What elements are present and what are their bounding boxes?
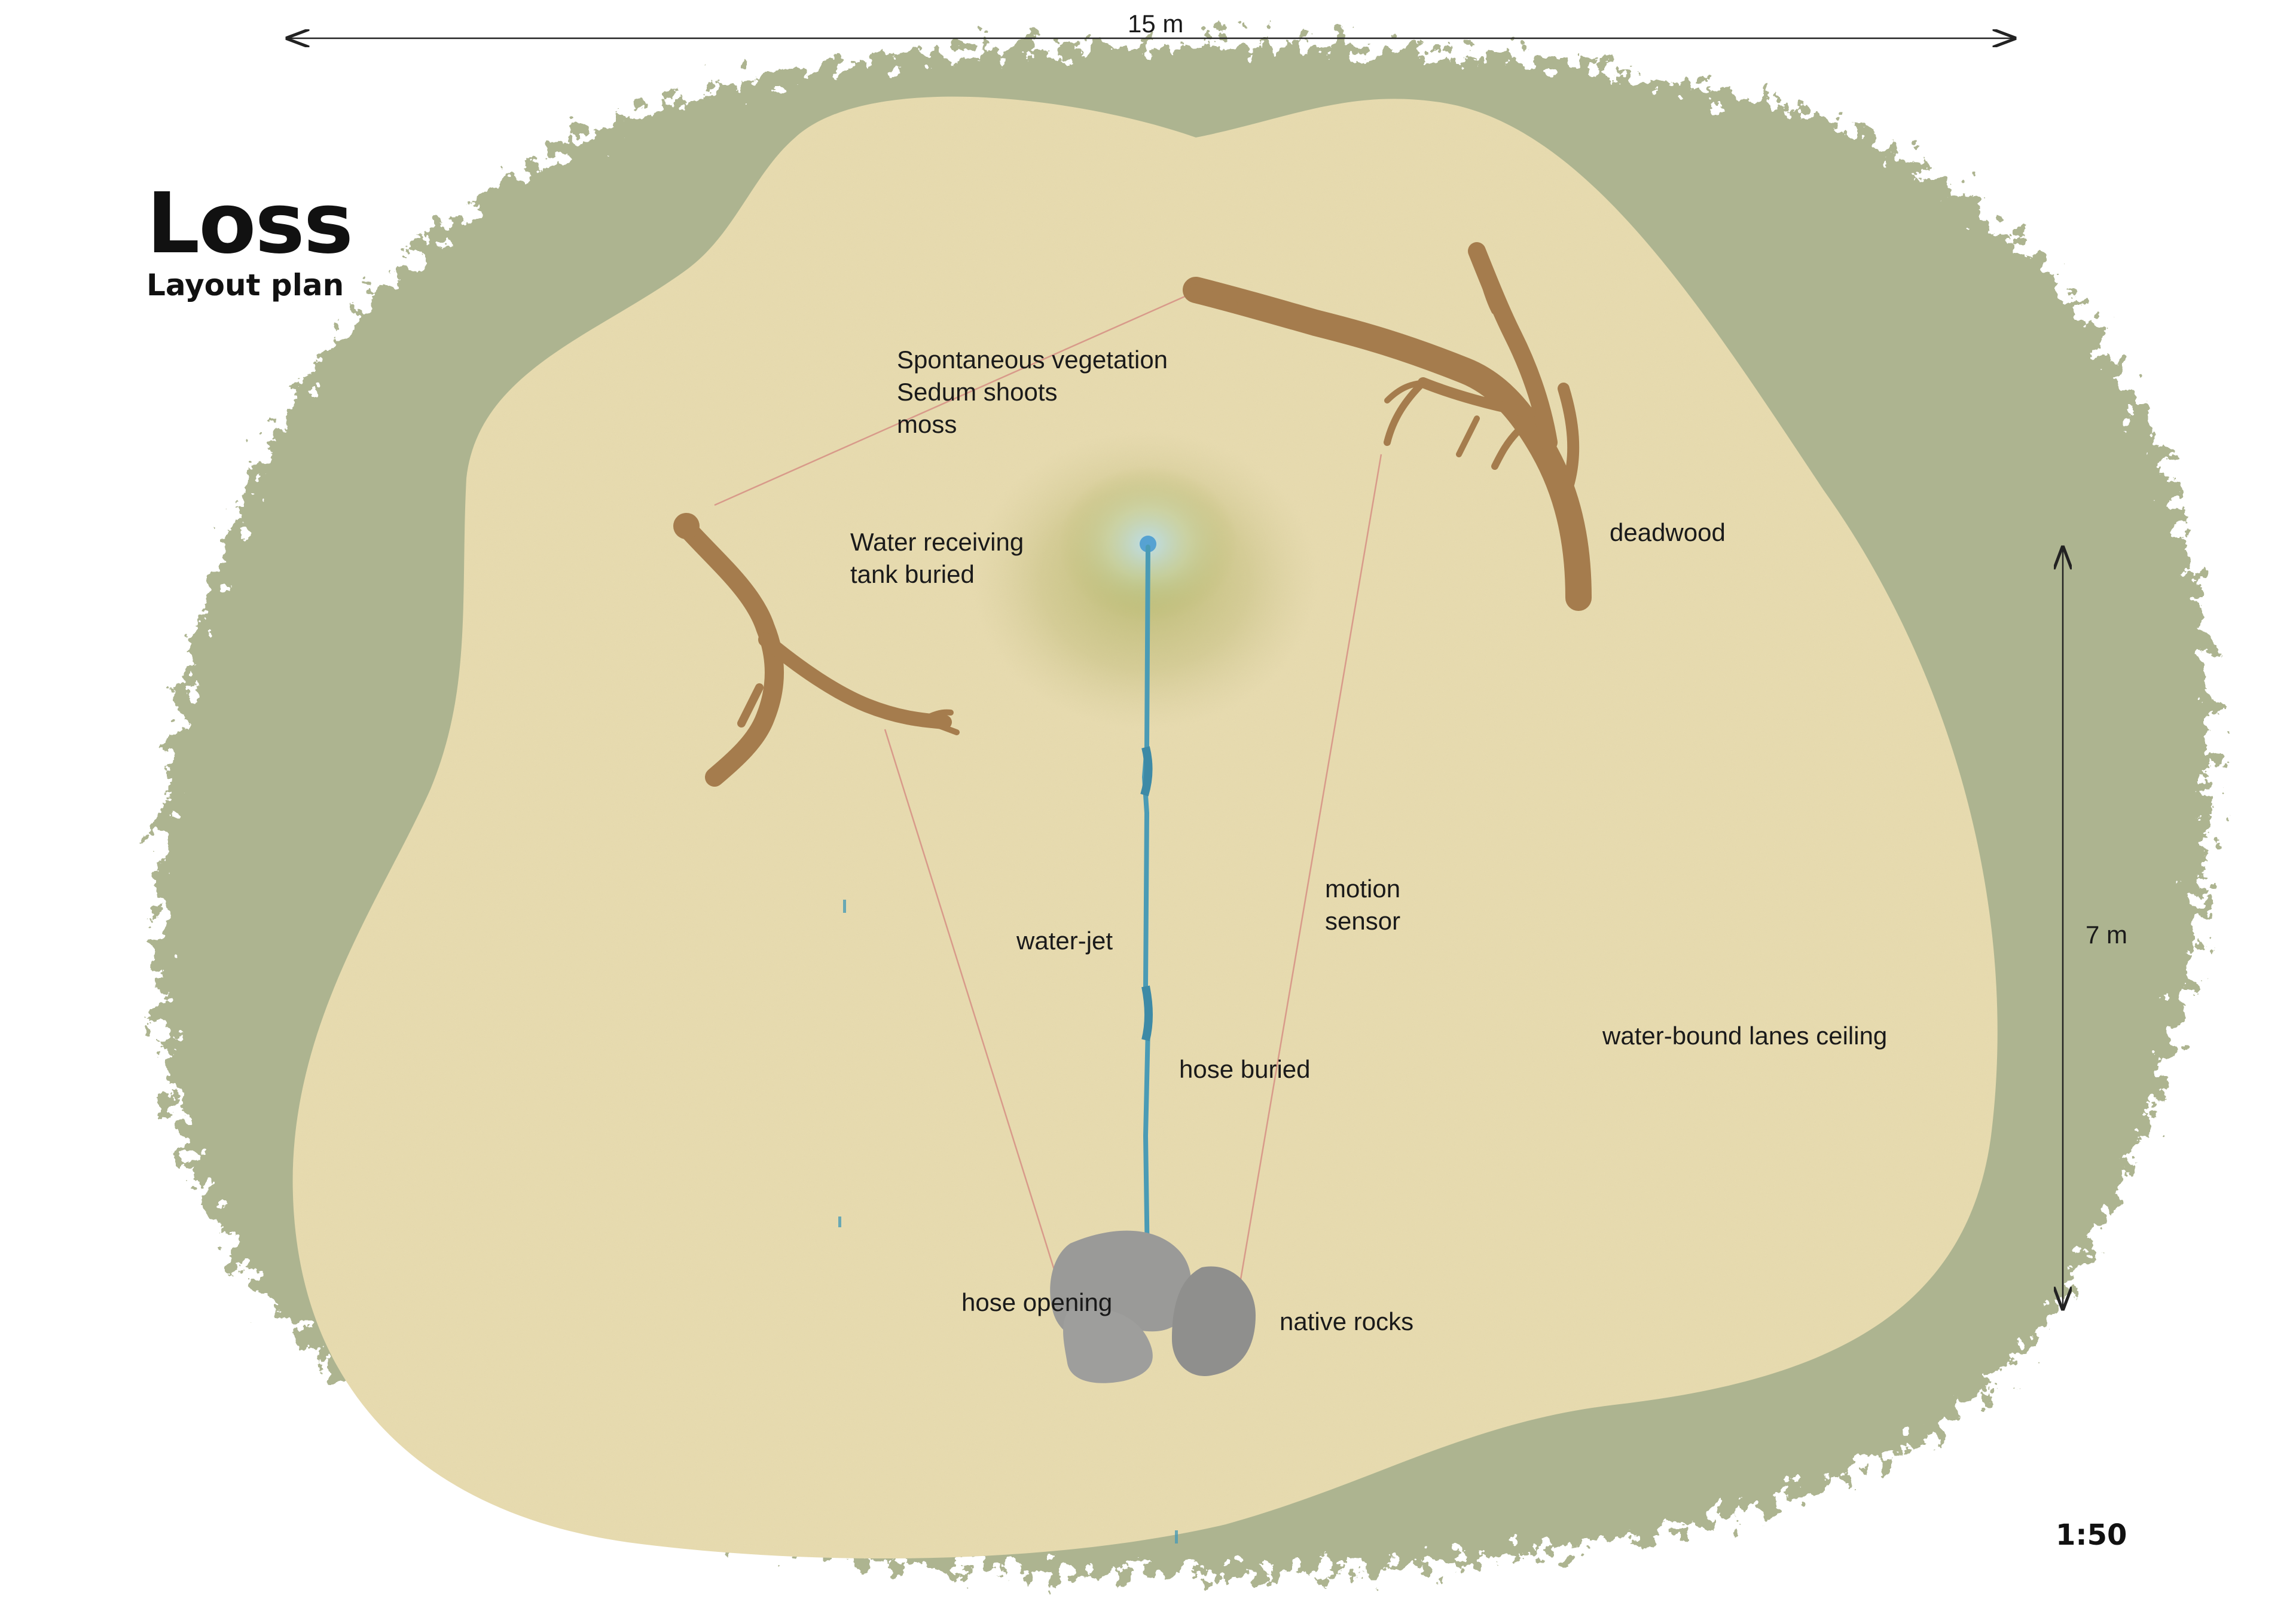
water-jet-label: water-jet (1016, 927, 1113, 955)
deadwood-right (1183, 242, 1592, 611)
tank-label: Water receiving tank buried (850, 526, 1024, 591)
vegetation-line-1: Spontaneous vegetation (897, 346, 1168, 374)
depth-label: 7 m (2086, 921, 2128, 949)
scale-label: 1:50 (2056, 1518, 2127, 1552)
sensor-lines (714, 292, 1382, 1280)
plan-title: Loss (146, 175, 353, 273)
water-drips (838, 900, 1178, 1543)
hose-line (1141, 545, 1151, 1306)
motion-sensor-label: motion sensor (1325, 873, 1400, 937)
native-rocks-label: native rocks (1280, 1307, 1414, 1335)
vegetation-line-2: Sedum shoots (897, 378, 1058, 406)
native-rocks (1050, 1230, 1256, 1383)
surface-label: water-bound lanes ceiling (1602, 1022, 1888, 1050)
vegetation-line-3: moss (897, 410, 957, 438)
motion-sensor-line-2: sensor (1325, 907, 1401, 935)
hose-buried-label: hose buried (1179, 1055, 1311, 1083)
tank-line-1: Water receiving (850, 528, 1024, 556)
vegetation-label: Spontaneous vegetation Sedum shoots moss (897, 344, 1168, 441)
motion-sensor-line-1: motion (1325, 875, 1401, 903)
plan-subtitle: Layout plan (146, 268, 344, 302)
width-label: 15 m (1128, 10, 1184, 38)
title-block: Loss Layout plan (146, 175, 353, 302)
deadwood-left (673, 513, 960, 787)
hose-opening-label: hose opening (961, 1288, 1113, 1316)
tank-line-2: tank buried (850, 560, 975, 588)
deadwood-label: deadwood (1610, 518, 1726, 546)
